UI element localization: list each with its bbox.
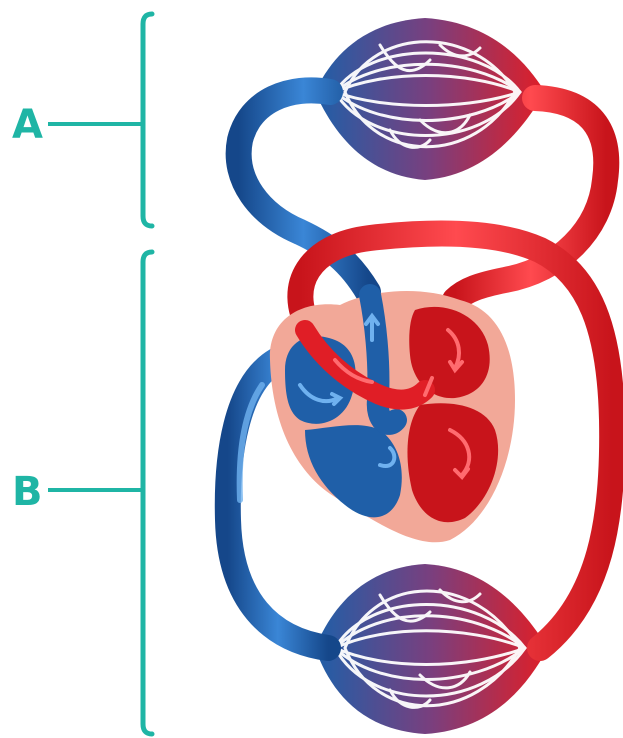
right-ventricle <box>305 425 402 517</box>
label-a-group: A <box>12 14 152 226</box>
bracket-b <box>143 252 152 734</box>
bracket-a <box>143 14 152 226</box>
systemic-capillary-bed <box>315 564 548 734</box>
label-b-group: B <box>12 252 152 734</box>
heart <box>270 291 515 542</box>
pulmonary-capillary-bed <box>315 18 545 180</box>
label-a: A <box>12 102 43 148</box>
label-b: B <box>12 469 43 515</box>
